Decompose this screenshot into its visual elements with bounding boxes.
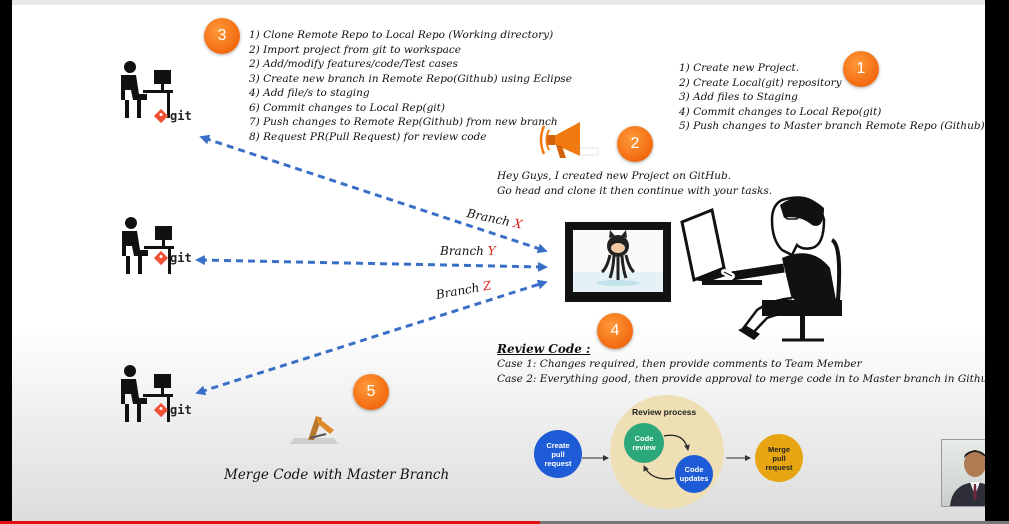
code-review-label: Code review	[632, 434, 656, 452]
git-label-1: git	[170, 109, 192, 123]
step-1-item: 5) Push changes to Master branch Remote …	[679, 120, 985, 132]
developer-illustration	[680, 196, 842, 342]
code-updates-node: Code updates	[675, 455, 713, 493]
branch-x-arrow	[199, 134, 548, 254]
review-process-title: Review process	[632, 407, 697, 417]
step-1-item: 2) Create Local(git) repository	[679, 76, 842, 89]
review-cases: Case 1: Changes required, then provide c…	[497, 357, 985, 386]
code-updates-label: Code updates	[679, 465, 709, 483]
code-review-node: Code review	[624, 423, 664, 463]
developer-icon-3	[121, 365, 173, 422]
announcement-line: Hey Guys, I created new Project on GitHu…	[497, 170, 732, 182]
step-3-item: 2) Add/modify features/code/Test cases	[249, 58, 458, 70]
video-progress-remaining[interactable]	[540, 521, 1009, 524]
step-3-item: 4) Add file/s to staging	[249, 87, 370, 99]
merge-code-title: Merge Code with Master Branch	[224, 467, 450, 483]
review-case-2: Case 2: Everything good, then provide ap…	[497, 372, 985, 385]
developer-icon-2	[122, 217, 174, 274]
git-label-2: git	[170, 251, 192, 265]
create-pull-request-node: Create pull request	[534, 430, 582, 478]
announcement-line: Go head and clone it then continue with …	[497, 184, 773, 197]
presenter-avatar	[950, 450, 985, 506]
step-3-badge: 3	[204, 18, 240, 54]
step-3-item: 8) Request PR(Pull Request) for review c…	[249, 130, 487, 143]
step-1-item: 1) Create new Project.	[679, 62, 800, 74]
step-2-badge: 2	[617, 126, 653, 162]
step-3-item: 1) Clone Remote Repo to Local Repo (Work…	[249, 29, 554, 41]
video-progress-bar[interactable]	[0, 521, 540, 524]
create-pull-request-label: Create pull request	[544, 440, 572, 468]
step-5-badge: 5	[353, 374, 389, 410]
merge-pull-request-label: Merge pull request	[765, 444, 793, 472]
git-logo-icon-2	[153, 250, 169, 266]
megaphone-icon	[539, 122, 599, 158]
announcement-text: Hey Guys, I created new Project on GitHu…	[497, 169, 772, 198]
merge-icon	[290, 416, 338, 444]
review-code-title: Review Code :	[497, 342, 591, 356]
merge-pull-request-node: Merge pull request	[755, 434, 803, 482]
step-1-item: 4) Commit changes to Local Repo(git)	[679, 105, 882, 118]
step-1-badge: 1	[843, 51, 879, 87]
step-3-item: 3) Create new branch in Remote Repo(Gith…	[249, 72, 572, 85]
github-monitor-icon	[565, 222, 671, 302]
top-strip	[12, 0, 985, 5]
step-3-list: 1) Clone Remote Repo to Local Repo (Work…	[249, 28, 572, 144]
branch-y-text: Branch	[440, 244, 488, 258]
step-1-list: 1) Create new Project. 2) Create Local(g…	[679, 61, 985, 134]
branch-y-label: Branch Y	[440, 244, 496, 258]
branch-y-arrow	[195, 255, 548, 272]
git-logo-icon-3	[153, 402, 169, 418]
git-logo-icon-1	[153, 108, 169, 124]
step-3-item: 2) Import project from git to workspace	[249, 43, 461, 56]
step-4-badge: 4	[597, 313, 633, 349]
step-3-item: 7) Push changes to Remote Rep(Github) fr…	[249, 116, 558, 128]
step-1-item: 3) Add files to Staging	[679, 91, 798, 103]
git-label-3: git	[170, 403, 192, 417]
slide: 3 1 2 4 5 1) Clone Remote Repo to Local …	[12, 0, 985, 524]
review-case-1: Case 1: Changes required, then provide c…	[497, 358, 862, 370]
step-3-item: 6) Commit changes to Local Rep(git)	[249, 101, 445, 114]
presenter-photo	[941, 439, 985, 507]
developer-icon-1	[121, 61, 173, 118]
branch-y-letter: Y	[487, 244, 496, 258]
